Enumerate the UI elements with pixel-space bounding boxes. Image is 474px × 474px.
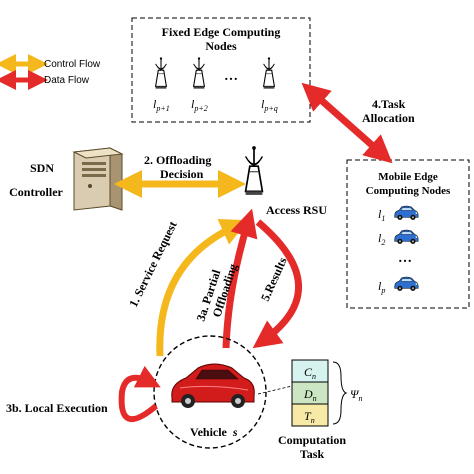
legend: Control Flow Data Flow	[0, 54, 101, 90]
task-row-t	[291, 403, 329, 427]
fixed-antenna-icon-2	[193, 56, 205, 90]
sdn-label-2: Controller	[9, 185, 63, 199]
task-psi: Ψn	[350, 387, 362, 403]
service-request-arrow	[156, 218, 249, 357]
results-arrow	[252, 219, 303, 349]
red-car-icon	[171, 363, 255, 408]
rsu-label: Access RSU	[266, 203, 327, 217]
fixed-node-label-1: lp+1	[153, 97, 170, 113]
mobile-edge-box: Mobile Edge Computing Nodes l1 l2 … lp	[346, 159, 470, 309]
fixed-edge-border	[131, 17, 311, 123]
mobile-edge-title-1: Mobile Edge	[378, 171, 438, 183]
blue-car-icon-3	[394, 276, 419, 292]
mobile-node-label-3: lp	[378, 279, 385, 295]
vehicle-task-link	[257, 385, 293, 395]
task-caption-2: Task	[300, 447, 325, 461]
fixed-node-label-3: lp+q	[261, 97, 278, 113]
step2-label-1: 2. Offloading	[144, 153, 211, 167]
mobile-edge-title-2: Computing Nodes	[366, 185, 451, 197]
mobile-node-label-2: l2	[378, 231, 385, 247]
fixed-node-label-2: lp+2	[191, 97, 208, 113]
task-brace	[332, 361, 348, 425]
task-d-text: Dn	[303, 387, 317, 403]
legend-control-flow: Control Flow	[44, 59, 101, 70]
fixed-ellipsis: …	[224, 69, 238, 84]
mobile-ellipsis: …	[398, 251, 412, 266]
blue-car-icon-1	[394, 205, 419, 221]
step5-label: 5.Results	[258, 255, 290, 303]
fixed-edge-title-2: Nodes	[205, 39, 237, 53]
vehicle-boundary	[153, 335, 267, 449]
step2-label-2: Decision	[160, 167, 204, 181]
sdn-label-1: SDN	[30, 161, 54, 175]
local-execution-arrow	[118, 365, 161, 423]
fixed-antenna-icon-1	[155, 56, 167, 90]
fixed-antenna-icon-3	[263, 56, 275, 90]
fixed-edge-box: Fixed Edge Computing Nodes … lp+1 lp+2 l…	[131, 17, 311, 123]
task-t-text: Tn	[304, 409, 315, 425]
task-c-text: Cn	[304, 365, 316, 381]
task-allocation-arrow	[301, 82, 393, 164]
partial-offloading-arrow	[222, 208, 258, 349]
legend-data-flow: Data Flow	[44, 75, 90, 86]
computation-task: Cn Dn Tn Ψn	[291, 359, 362, 427]
mobile-edge-border	[346, 159, 470, 309]
step3b-label: 3b. Local Execution	[6, 401, 108, 415]
access-rsu-icon	[244, 145, 264, 196]
fixed-edge-title-1: Fixed Edge Computing	[162, 25, 281, 39]
mobile-node-label-1: l1	[378, 207, 385, 223]
sdn-server-icon	[72, 147, 124, 211]
step4-label-2: Allocation	[362, 111, 415, 125]
step4-label-1: 4.Task	[372, 97, 406, 111]
blue-car-icon-2	[394, 229, 419, 245]
task-caption-1: Computation	[278, 433, 346, 447]
